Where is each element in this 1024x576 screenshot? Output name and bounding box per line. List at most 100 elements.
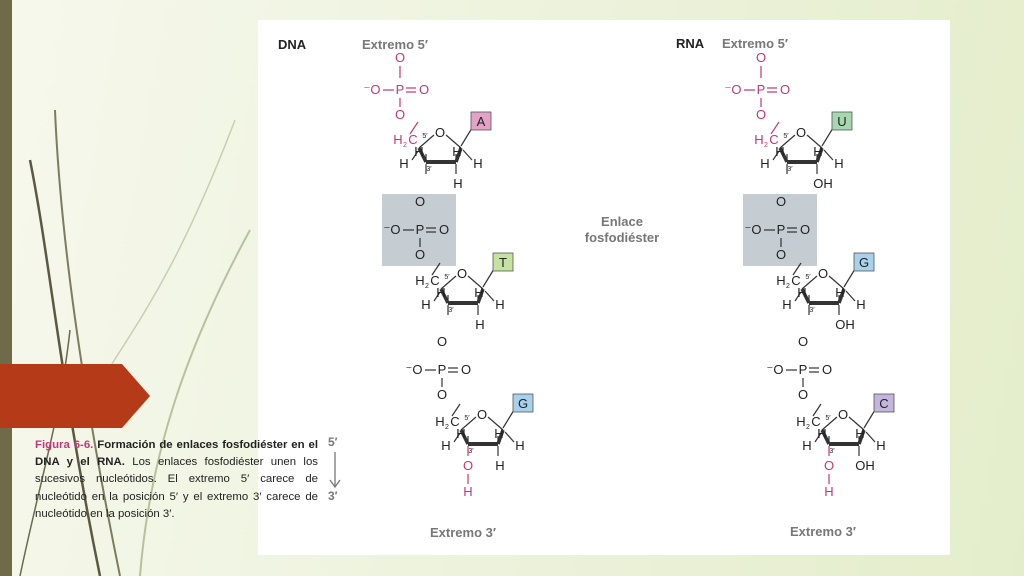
dna-nucleotide-1-base-bond (460, 127, 473, 147)
dna-nucleotide-2-c1-h-bond (484, 290, 495, 302)
rna-nucleotide-3-ring-c4-o (821, 416, 838, 431)
dna-nucleotide-3-c4-h: H (441, 438, 450, 453)
dna-nucleotide-2-ring-c4-c3 (439, 288, 450, 304)
dna-nucleotide-2-h2c-sub: 2 (425, 283, 429, 290)
dna-nucleotide-2-ring-o-c1 (467, 275, 484, 290)
rna-nucleotide-3-c4-h: H (802, 438, 811, 453)
dna-nucleotide-1-h2c-sub: 2 (403, 142, 407, 149)
rna-nucleotide-3-o5-bond (812, 403, 822, 417)
rna-linkage-2-phosphate-bottom-o: O (798, 387, 808, 402)
rna-nucleotide-2-c3-h-up: H (797, 285, 806, 300)
dna-nucleotide-1-c4-h-bond (411, 150, 419, 161)
dna-linkage-1-phosphate-neg-o: ⁻O (384, 222, 401, 237)
rna-linkage-1-o3: O (776, 194, 786, 209)
down-arrow-icon (329, 452, 341, 489)
rna-nucleotide-2-c1-h: H (856, 297, 865, 312)
dna-nucleotide-3-base-box (512, 393, 534, 413)
rna-nucleotide-1-c3-label: 3′ (787, 166, 793, 173)
rna-nucleotide-1-base-bond (821, 127, 834, 147)
rna-terminal-phosphate-right-o: O (780, 82, 790, 97)
dna-nucleotide-3-terminal-o: O (463, 458, 473, 473)
dna-nucleotide-1-c1-h-bond (462, 149, 473, 161)
rna-linkage-1-phosphate-right-o: O (800, 222, 810, 237)
rna-nucleotide-3-h2c-sub: 2 (806, 424, 810, 431)
dna-linkage-1-phosphate-bottom-o: O (415, 247, 425, 262)
dna-nucleotide-3-ring-o: O (477, 407, 487, 422)
rna-nucleotide-2-h2c-h: H (776, 273, 785, 288)
rna-nucleotide-3-h2c-h: H (796, 414, 805, 429)
rna-nucleotide-1-c2-h-up: H (813, 144, 822, 159)
dna-nucleotide-2-c2-h-up: H (474, 285, 483, 300)
rna-end3-label: Extremo 3′ (790, 524, 856, 539)
rna-nucleotide-3-c1-h-bond (865, 431, 876, 443)
rna-nucleotide-3-base-letter: C (879, 396, 888, 411)
rna-nucleotide-1-c1-h: H (834, 156, 843, 171)
rna-terminal-phosphate-top-o: O (756, 50, 766, 65)
dna-nucleotide-1-c1-h: H (473, 156, 482, 171)
rna-nucleotide-3-terminal-o: O (824, 458, 834, 473)
dna-nucleotide-1-c2-h-down: H (453, 176, 462, 191)
dna-nucleotide-3-h2c-c: C (450, 414, 459, 429)
rna-nucleotide-1-o5-bond (770, 121, 780, 135)
dna-nucleotide-2-o5-bond (431, 262, 441, 276)
dna-nucleotide-1-h2c-h: H (393, 132, 402, 147)
rna-nucleotide-3-c2-h-up: H (855, 426, 864, 441)
dna-nucleotide-3-c1-h: H (515, 438, 524, 453)
rna-linkage-1-phosphate-p: P (777, 222, 786, 237)
dna-linkage-1-o3: O (415, 194, 425, 209)
dna-nucleotide-3-base-letter: G (518, 396, 528, 411)
rna-nucleotide-2-c5-label: 5′ (805, 274, 811, 281)
rna-nucleotide-3-c3-label: 3′ (829, 448, 835, 455)
phosphodiester-diagram: DNA Extremo 5′ RNA Extremo 5′ Enlace fos… (278, 36, 895, 540)
dna-nucleotide-2-base-box (492, 252, 514, 272)
dna-nucleotide-2-h2c-h: H (415, 273, 424, 288)
dna-linkage-1-phosphate-right-o: O (439, 222, 449, 237)
rna-nucleotide-2-h2c-sub: 2 (786, 283, 790, 290)
dna-nucleotide-3-c3-label: 3′ (468, 448, 474, 455)
left-accent-bar (0, 0, 12, 576)
dna-nucleotide-3-o5-bond (451, 403, 461, 417)
rna-nucleotide-2-c4-h-bond (794, 291, 802, 302)
rna-nucleotide-3-c3-h-up: H (817, 426, 826, 441)
dna-nucleotide-2-c2-h-down: H (475, 317, 484, 332)
dna-nucleotide-1-c2-h-up: H (452, 144, 461, 159)
rna-bond-highlight (743, 194, 817, 266)
dna-linkage-2-phosphate-p: P (438, 362, 447, 377)
rna-terminal-phosphate-neg-o: ⁻O (725, 82, 742, 97)
dna-nucleotide-3-c3-h-up: H (456, 426, 465, 441)
dna-linkage-2-phosphate-bottom-o: O (437, 387, 447, 402)
dna-nucleotide-1-base-letter: A (477, 114, 486, 129)
rna-linkage-1-phosphate-neg-o: ⁻O (745, 222, 762, 237)
dna-nucleotide-2-ring-c4-o (440, 275, 457, 290)
dna-nucleotide-3-c4-h-bond (453, 432, 461, 443)
rna-linkage-2-o3: O (798, 334, 808, 349)
bond-label-line2: fosfodiéster (585, 230, 659, 245)
dna-bond-highlight (382, 194, 456, 266)
rna-nucleotide-3-ring-o-c1 (848, 416, 865, 431)
rna-nucleotide-1-c5-label: 5′ (783, 133, 789, 140)
dna-terminal-phosphate-neg-o: ⁻O (364, 82, 381, 97)
dna-nucleotide-1-base-box (470, 111, 492, 131)
rna-nucleotide-3-ring-o: O (838, 407, 848, 422)
dna-nucleotide-1-o5-bond (409, 121, 419, 135)
caption-figure-number: Figura 6-6. (35, 439, 94, 451)
dna-nucleotide-2-c3-h-up: H (436, 285, 445, 300)
rna-nucleotide-2-base-box (853, 252, 875, 272)
rna-linkage-1-phosphate-bottom-o: O (776, 247, 786, 262)
rna-linkage-2-phosphate-neg-o: ⁻O (767, 362, 784, 377)
dna-nucleotide-2-c4-h: H (421, 297, 430, 312)
dna-linkage-2-phosphate-neg-o: ⁻O (406, 362, 423, 377)
caption-title: Formación de enlaces fosfodiéster en el … (35, 439, 318, 469)
rna-nucleotide-2-c1-h-bond (845, 290, 856, 302)
direction-5prime: 5′ (328, 435, 338, 449)
figure-caption: Figura 6-6. Formación de enlaces fosfodi… (35, 437, 318, 523)
rna-nucleotide-3-c4-h-bond (814, 432, 822, 443)
rna-nucleotide-3-base-box (873, 393, 895, 413)
rna-nucleotide-3-c5-label: 5′ (825, 415, 831, 422)
rna-nucleotide-1-base-box (831, 111, 853, 131)
rna-nucleotide-1-c4-h-bond (772, 150, 780, 161)
dna-nucleotide-2-ring-c2-c1 (476, 288, 485, 304)
rna-nucleotide-2-o5-bond (792, 262, 802, 276)
rna-nucleotide-2-c2-oh: OH (835, 317, 855, 332)
rna-nucleotide-1-ring-c2-c1 (815, 147, 824, 163)
